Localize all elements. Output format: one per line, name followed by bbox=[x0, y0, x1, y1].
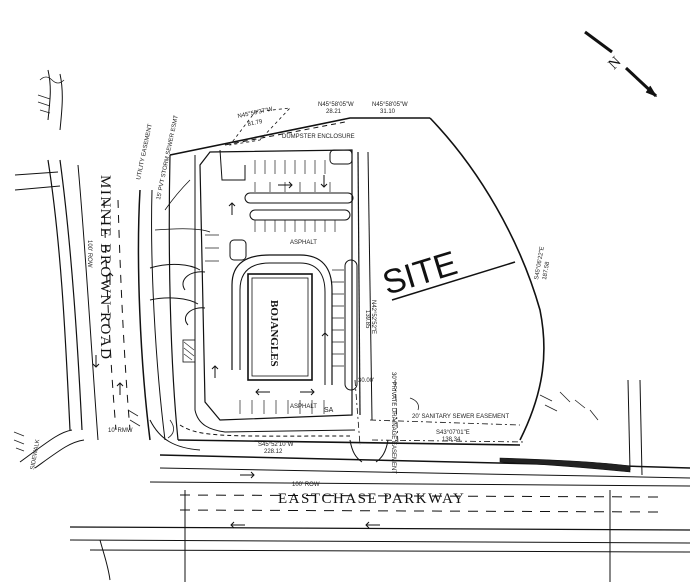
minnie-brown-row-label: 100' ROW bbox=[86, 240, 92, 268]
eastchase-row-label: 100' ROW bbox=[292, 482, 320, 488]
asphalt-label-1: ASPHALT bbox=[290, 240, 317, 246]
site-entrances bbox=[149, 179, 389, 463]
utility-easement-label: UTILITY EASEMENT bbox=[136, 123, 154, 180]
property-boundary bbox=[168, 107, 545, 446]
bearing-3-dist: 31.10 bbox=[380, 109, 396, 115]
north-arrow-icon bbox=[584, 30, 658, 98]
minnie-brown-road-label: MINNIE BROWN ROAD bbox=[97, 175, 113, 361]
bojangles-building bbox=[247, 273, 313, 381]
parking-stalls bbox=[205, 160, 344, 414]
bearing-6: S45°06'22"E bbox=[534, 246, 546, 280]
callout-marks bbox=[13, 76, 599, 452]
bearing-7-dist: 228.12 bbox=[264, 449, 283, 455]
bearing-4: N42°52'52"E bbox=[370, 300, 376, 334]
sa-label: SA bbox=[324, 407, 334, 414]
dimension-30: 30.00' bbox=[358, 378, 374, 384]
storm-sewer-label: 15' PVT STORM SEWER ESMT bbox=[156, 114, 180, 200]
site-label-underline bbox=[391, 261, 516, 301]
easement-lines bbox=[354, 379, 526, 446]
eastchase-parkway-label: EASTCHASE PARKWAY bbox=[278, 491, 465, 507]
rmw-label: 10' RMW bbox=[108, 428, 133, 434]
north-arrow-letter: N bbox=[606, 53, 626, 73]
bearing-2-dist: 28.21 bbox=[326, 109, 342, 115]
bearing-1: N45°58'37"W bbox=[237, 107, 273, 120]
parking-islands bbox=[219, 149, 358, 391]
eastchase-parkway bbox=[69, 379, 690, 582]
bearing-5: S43°07'01"E bbox=[436, 430, 470, 436]
traffic-arrows bbox=[211, 175, 329, 396]
building-label: BOJANGLES bbox=[268, 300, 280, 367]
private-drainage-easement-label: 30' PRIVATE DRAINAGE EASEMENT bbox=[390, 372, 396, 474]
parking-lot-outline bbox=[179, 149, 373, 437]
bearing-1-dist: 81.79 bbox=[247, 119, 264, 128]
minnie-brown-road bbox=[14, 69, 166, 469]
bearing-7: S45°52'10"W bbox=[258, 442, 294, 448]
site-label: SITE bbox=[378, 244, 461, 302]
asphalt-label-2: ASPHALT bbox=[290, 404, 317, 410]
sidewalk-label: SIDEWALK bbox=[30, 439, 41, 470]
bearing-5-dist: 138.34 bbox=[442, 437, 461, 443]
bearing-4-dist: 139.85 bbox=[364, 310, 370, 329]
sanitary-easement-label: 20' SANITARY SEWER EASEMENT bbox=[412, 414, 510, 420]
dumpster-label: DUMPSTER ENCLOSURE bbox=[282, 134, 355, 140]
bearing-2: N45°58'05"W bbox=[318, 102, 354, 108]
drive-thru-lane bbox=[231, 254, 333, 385]
bearing-6-dist: 187.58 bbox=[542, 261, 551, 281]
bearing-3: N45°58'05"W bbox=[372, 102, 408, 108]
